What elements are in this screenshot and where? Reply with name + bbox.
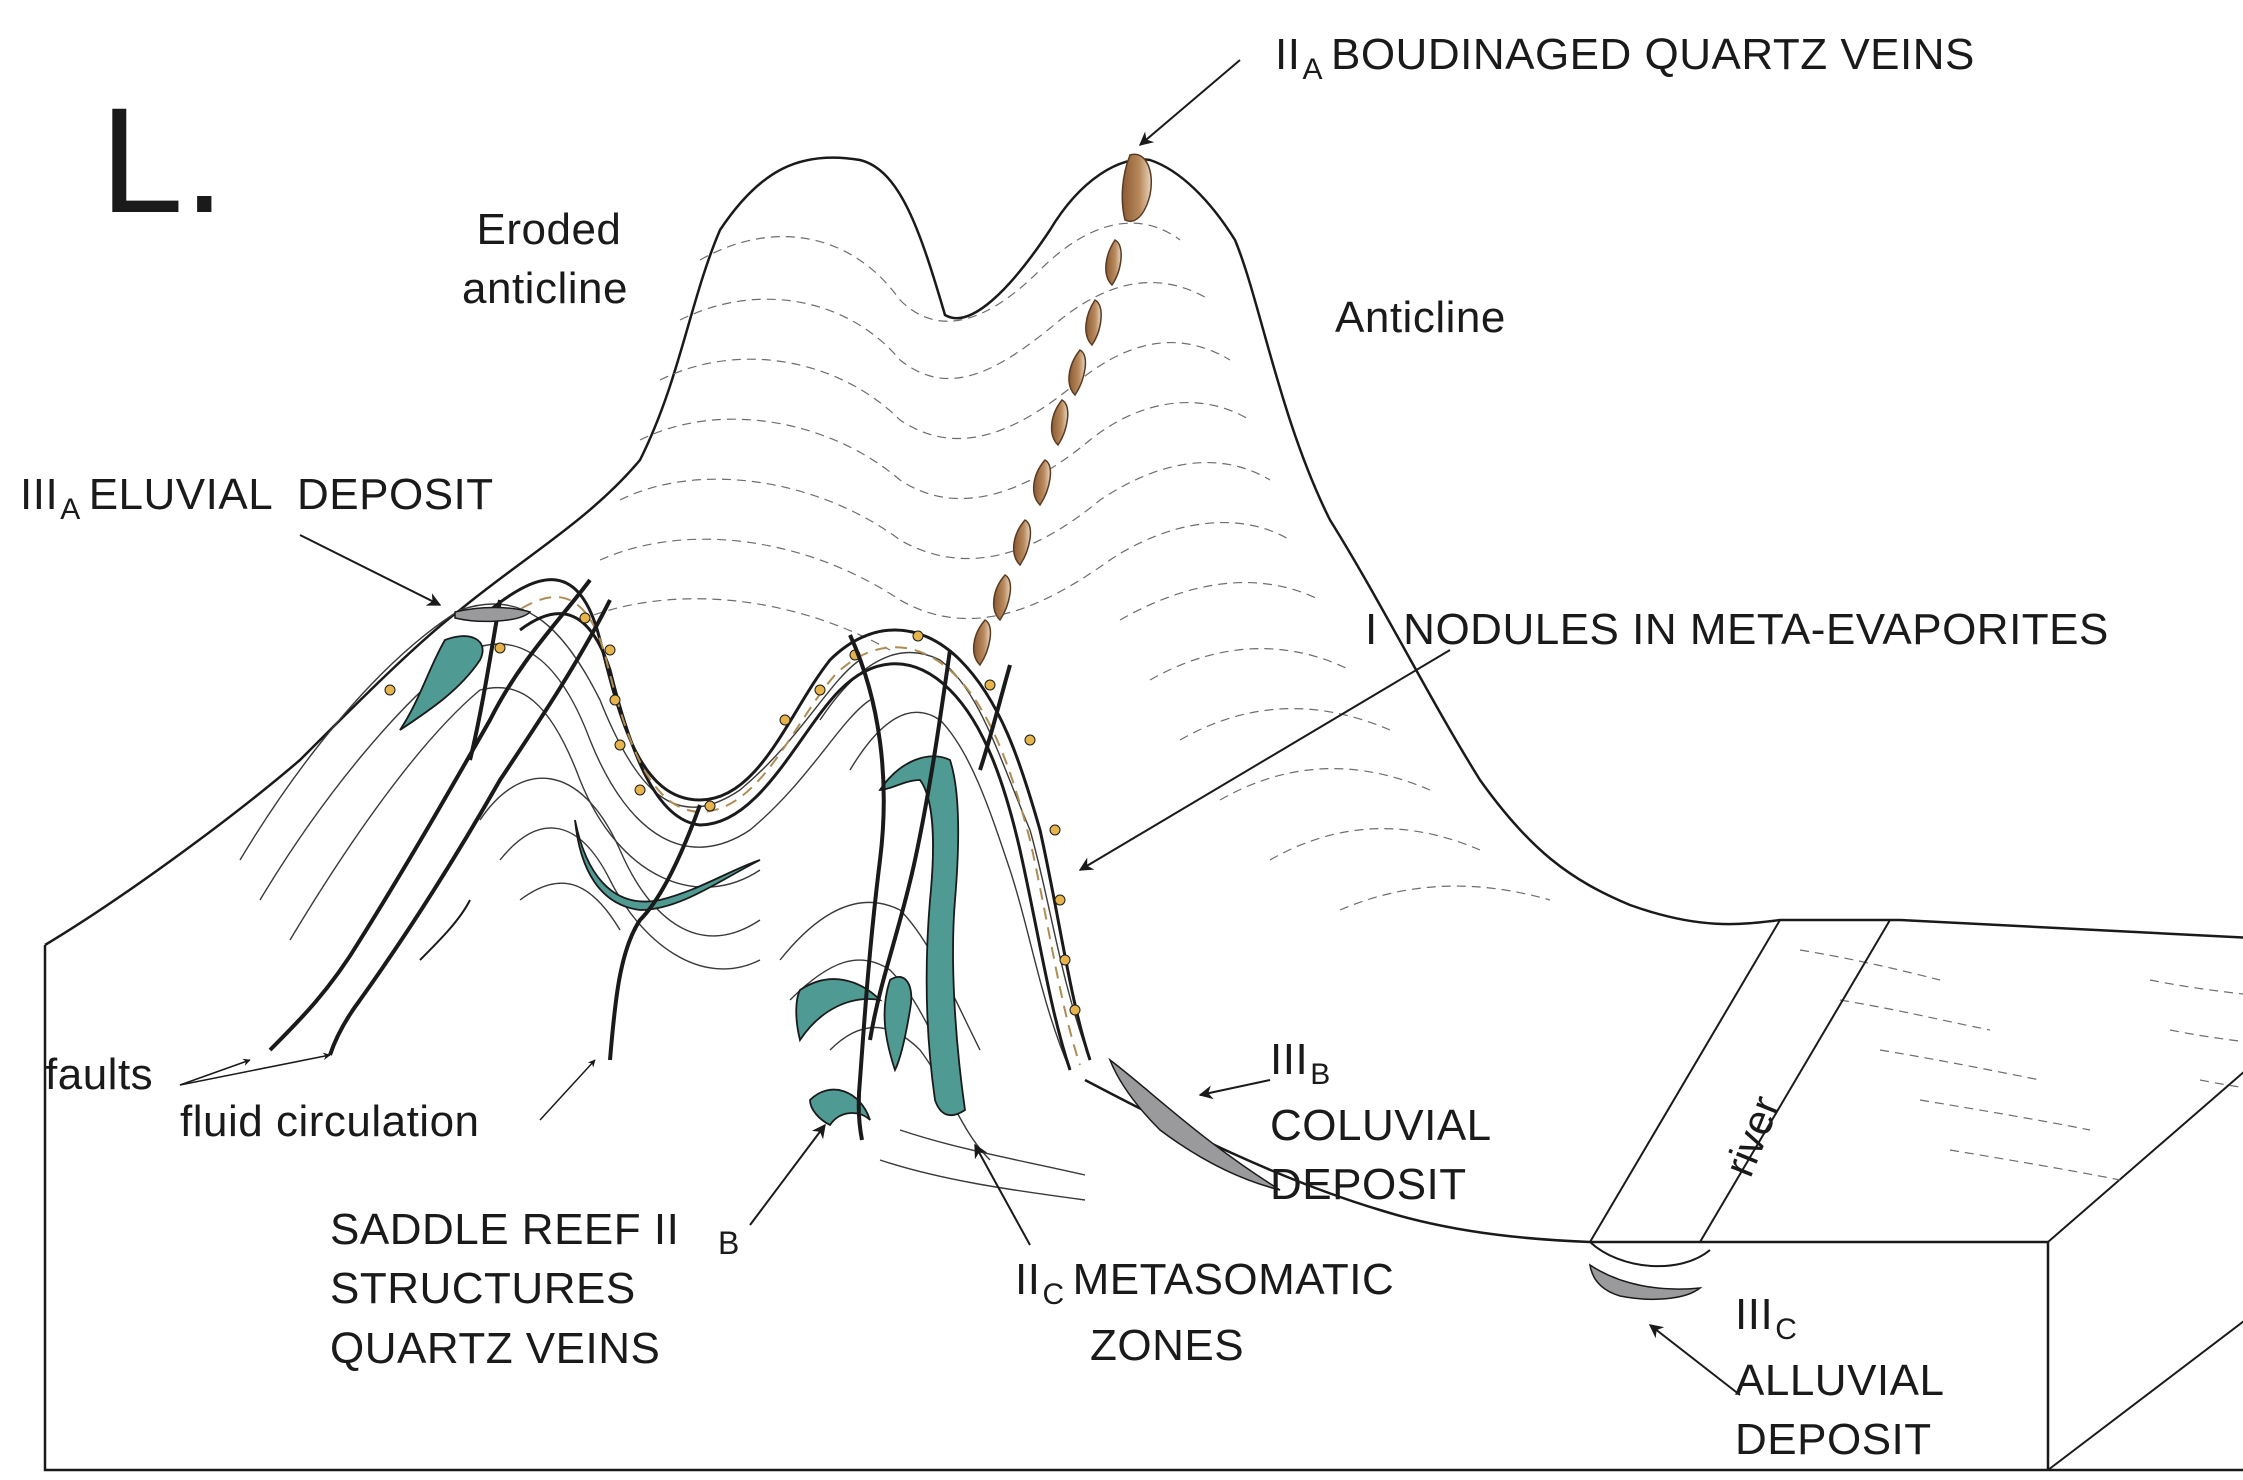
label-boudinaged-text: BOUDINAGED QUARTZ VEINS <box>1330 30 1975 79</box>
label-alluvial-roman: III <box>1735 1290 1774 1339</box>
label-coluvial-roman: III <box>1270 1035 1309 1084</box>
panel-letter: L. <box>100 76 226 244</box>
block-outline <box>43 945 2243 1472</box>
label-coluvial: IIIB COLUVIAL DEPOSIT <box>1270 1030 1492 1214</box>
leader-arrows <box>179 59 1741 1396</box>
river-channel <box>1589 919 1891 1268</box>
boudinaged-quartz-vein <box>973 153 1152 667</box>
label-eluvial-text: ELUVIAL DEPOSIT <box>88 470 494 519</box>
nodules <box>384 612 1081 1016</box>
label-metasomatic-sub: C <box>1042 1278 1065 1311</box>
label-eroded-line1: Eroded <box>476 205 622 254</box>
label-coluvial-sub: B <box>1310 1058 1331 1091</box>
label-faults: faults <box>45 1050 154 1099</box>
label-nodules: I NODULES IN META-EVAPORITES <box>1365 605 2109 654</box>
folded-strata <box>239 603 1091 1201</box>
label-saddle-reef: SADDLE REEF II STRUCTURES QUARTZ VEINS <box>330 1200 679 1378</box>
terrain-outline <box>44 156 2243 1244</box>
label-eluvial-sub: A <box>60 493 81 526</box>
label-boudinaged-sub: A <box>1302 53 1323 86</box>
terrain-contours <box>579 222 2243 1181</box>
label-coluvial-line2: COLUVIAL <box>1270 1100 1492 1150</box>
label-metasomatic-roman: II <box>1015 1255 1041 1304</box>
label-eroded-line2: anticline <box>462 264 628 314</box>
label-alluvial-line2: ALLUVIAL <box>1735 1355 1945 1405</box>
metasomatic-zones <box>399 635 966 1127</box>
label-eroded-anticline: Eroded anticline <box>462 200 628 319</box>
label-alluvial-line3: DEPOSIT <box>1735 1414 1932 1464</box>
label-alluvial: IIIC ALLUVIAL DEPOSIT <box>1735 1285 1944 1469</box>
label-saddle-line3: QUARTZ VEINS <box>330 1323 661 1373</box>
label-metasomatic-line2: ZONES <box>1090 1320 1245 1370</box>
label-metasomatic-text: METASOMATIC <box>1072 1255 1395 1304</box>
label-eluvial-roman: III <box>20 470 59 519</box>
label-alluvial-sub: C <box>1775 1313 1798 1346</box>
label-boudinaged-roman: II <box>1275 30 1301 79</box>
label-b: B <box>718 1225 740 1261</box>
label-coluvial-line3: DEPOSIT <box>1270 1159 1467 1209</box>
label-saddle-line1: SADDLE REEF II <box>330 1205 680 1254</box>
label-fluid-circulation: fluid circulation <box>180 1097 480 1146</box>
label-anticline: Anticline <box>1335 293 1506 342</box>
deposits <box>454 606 1703 1300</box>
meta-evaporite-band <box>489 578 1092 1071</box>
label-saddle-line2: STRUCTURES <box>330 1264 636 1314</box>
